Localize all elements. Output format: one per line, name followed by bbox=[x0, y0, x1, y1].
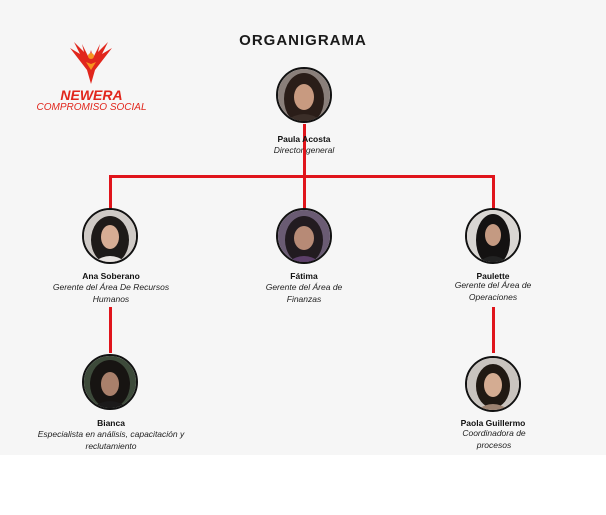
name-hr-specialist: Bianca bbox=[97, 418, 125, 428]
avatar-finance-manager bbox=[276, 208, 332, 264]
connector-to-hr bbox=[109, 175, 112, 210]
connector-to-finance bbox=[303, 175, 306, 210]
role-director: Director general bbox=[273, 145, 335, 155]
role-operations-manager: Gerente del Área de Operaciones bbox=[454, 280, 532, 302]
connector-horizontal bbox=[109, 175, 495, 178]
phoenix-icon bbox=[70, 42, 112, 84]
connector-to-operations bbox=[492, 175, 495, 210]
brand-tagline: COMPROMISO SOCIAL bbox=[36, 102, 147, 113]
name-operations-manager: Paulette bbox=[476, 271, 510, 281]
avatar-process-coordinator bbox=[465, 356, 521, 412]
role-process-coordinator: Coordinadora de procesos bbox=[462, 428, 526, 450]
connector-operations-to-coordinator bbox=[492, 307, 495, 353]
brand-name: NEWERA bbox=[60, 87, 123, 103]
connector-hr-to-specialist bbox=[109, 307, 112, 353]
company-logo: NEWERA COMPROMISO SOCIAL bbox=[34, 40, 149, 115]
name-finance-manager: Fátima bbox=[290, 271, 318, 281]
name-director: Paula Acosta bbox=[277, 134, 331, 144]
avatar-director bbox=[276, 67, 332, 123]
role-hr-specialist: Especialista en análisis, capacitación y… bbox=[37, 429, 185, 451]
name-process-coordinator: Paola Guillermo bbox=[460, 418, 526, 428]
name-hr-manager: Ana Soberano bbox=[82, 271, 140, 281]
connector-director-down bbox=[303, 124, 306, 178]
avatar-hr-specialist bbox=[82, 354, 138, 410]
role-hr-manager: Gerente del Área De Recursos Humanos bbox=[52, 282, 170, 304]
avatar-operations-manager bbox=[465, 208, 521, 264]
role-finance-manager: Gerente del Área de Finanzas bbox=[265, 282, 343, 304]
org-chart-canvas: ORGANIGRAMA NEWERA COMPROMISO SOCIAL Pau… bbox=[34, 32, 532, 451]
page-title: ORGANIGRAMA bbox=[239, 32, 367, 49]
avatar-hr-manager bbox=[82, 208, 138, 264]
